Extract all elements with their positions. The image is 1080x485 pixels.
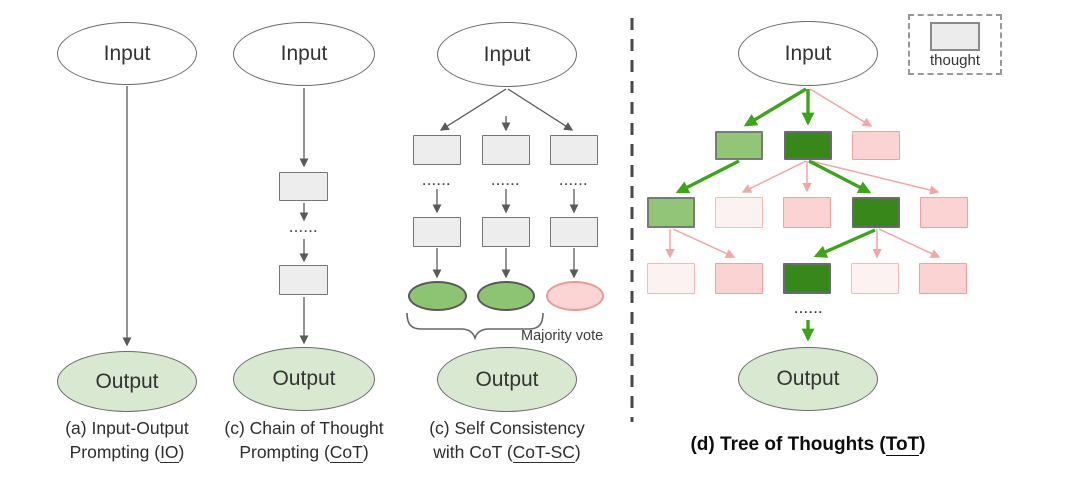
majority-vote-label: Majority vote bbox=[521, 328, 604, 344]
cot-input-label: Input bbox=[280, 42, 328, 65]
tot-thought-l3-faint-2 bbox=[851, 263, 899, 294]
cotsc-input-node: Input bbox=[437, 22, 577, 87]
tot-caption-abbr: ToT bbox=[885, 434, 920, 456]
io-input-label: Input bbox=[103, 41, 151, 65]
cotsc-output-label: Output bbox=[475, 367, 539, 391]
tot-thought-l3-pruned-2 bbox=[919, 263, 967, 294]
cotsc-answer-pink bbox=[546, 281, 604, 311]
cotsc-caption-post: ) bbox=[574, 442, 581, 463]
tot-caption: (d) Tree of Thoughts (ToT) bbox=[658, 432, 958, 458]
tot-thought-l2-pruned-2 bbox=[920, 197, 968, 228]
tot-thought-l1-selected bbox=[784, 131, 832, 160]
majority-vote-brace bbox=[406, 312, 544, 341]
cotsc-answer-green-2 bbox=[477, 281, 535, 311]
cot-input-node: Input bbox=[233, 22, 375, 86]
cotsc-caption-pre: with CoT ( bbox=[433, 442, 513, 463]
cotsc-caption: (c) Self Consistency with CoT (CoT-SC) bbox=[412, 416, 602, 464]
legend-thought-swatch bbox=[930, 22, 980, 51]
io-output-label: Output bbox=[95, 369, 159, 393]
io-caption-abbr: IO bbox=[160, 442, 179, 464]
tot-input-label: Input bbox=[784, 41, 832, 65]
tot-output-node: Output bbox=[738, 347, 878, 411]
tot-pruned-arrows bbox=[665, 88, 941, 259]
io-input-node: Input bbox=[57, 22, 197, 85]
tot-thought-l3-pruned-1 bbox=[715, 263, 763, 294]
cot-caption-abbr: CoT bbox=[329, 442, 363, 464]
tot-thought-l3-selected bbox=[783, 263, 831, 294]
tot-output-label: Output bbox=[776, 367, 840, 390]
cot-thought-box-2 bbox=[279, 265, 328, 295]
cotsc-answer-green-1 bbox=[408, 281, 467, 311]
cotsc-input-label: Input bbox=[483, 42, 531, 66]
cot-output-label: Output bbox=[272, 367, 336, 390]
tot-thought-l3-faint-1 bbox=[647, 263, 695, 294]
tot-caption-pre: (d) Tree of Thoughts ( bbox=[690, 434, 886, 455]
cotsc-box-r1c2 bbox=[482, 135, 530, 165]
tot-thought-l1-green bbox=[715, 131, 763, 160]
tot-selected-arrows bbox=[675, 87, 876, 342]
cot-caption-line1: (c) Chain of Thought bbox=[224, 418, 384, 438]
io-output-node: Output bbox=[57, 351, 197, 412]
cot-caption-pre: Prompting ( bbox=[239, 442, 330, 463]
cot-caption-line2: Prompting (CoT) bbox=[209, 440, 399, 464]
cot-thought-box-1 bbox=[279, 172, 328, 201]
io-caption-post: ) bbox=[178, 442, 185, 463]
tot-thought-l2-green bbox=[647, 197, 695, 228]
legend-box: thought bbox=[908, 14, 1002, 75]
cotsc-ellipsis-2: ...... bbox=[491, 174, 521, 188]
cotsc-box-r2c2 bbox=[482, 217, 530, 247]
cotsc-box-r2c1 bbox=[413, 217, 461, 247]
io-caption-pre: Prompting ( bbox=[69, 442, 161, 463]
tot-thought-l2-pruned-1 bbox=[783, 197, 831, 228]
io-caption: (a) Input-Output Prompting (IO) bbox=[32, 416, 222, 464]
cotsc-caption-line2: with CoT (CoT-SC) bbox=[412, 440, 602, 464]
tot-thought-l2-faint-1 bbox=[715, 197, 763, 228]
tot-thought-l2-selected bbox=[852, 197, 900, 228]
cot-output-node: Output bbox=[233, 347, 375, 411]
tot-input-node: Input bbox=[738, 21, 878, 86]
cotsc-output-node: Output bbox=[437, 347, 577, 412]
cotsc-box-r1c1 bbox=[413, 135, 461, 165]
cotsc-caption-abbr: CoT-SC bbox=[512, 442, 575, 464]
tot-thought-l1-pruned bbox=[852, 131, 900, 160]
io-caption-line2: Prompting (IO) bbox=[32, 440, 222, 464]
cotsc-ellipsis-3: ...... bbox=[559, 174, 589, 188]
tot-caption-post: ) bbox=[919, 434, 926, 455]
cotsc-box-r2c3 bbox=[550, 217, 598, 247]
cotsc-ellipsis-1: ...... bbox=[422, 174, 452, 188]
cot-caption-post: ) bbox=[362, 442, 369, 463]
tot-ellipsis: ...... bbox=[794, 302, 824, 316]
legend-thought-label: thought bbox=[929, 52, 981, 69]
cot-caption: (c) Chain of Thought Prompting (CoT) bbox=[209, 416, 399, 464]
io-caption-line1: (a) Input-Output bbox=[65, 418, 189, 438]
cot-ellipsis: ...... bbox=[289, 221, 319, 235]
cotsc-box-r1c3 bbox=[550, 135, 598, 165]
cotsc-caption-line1: (c) Self Consistency bbox=[429, 418, 585, 438]
cotsc-arrows bbox=[432, 88, 579, 279]
